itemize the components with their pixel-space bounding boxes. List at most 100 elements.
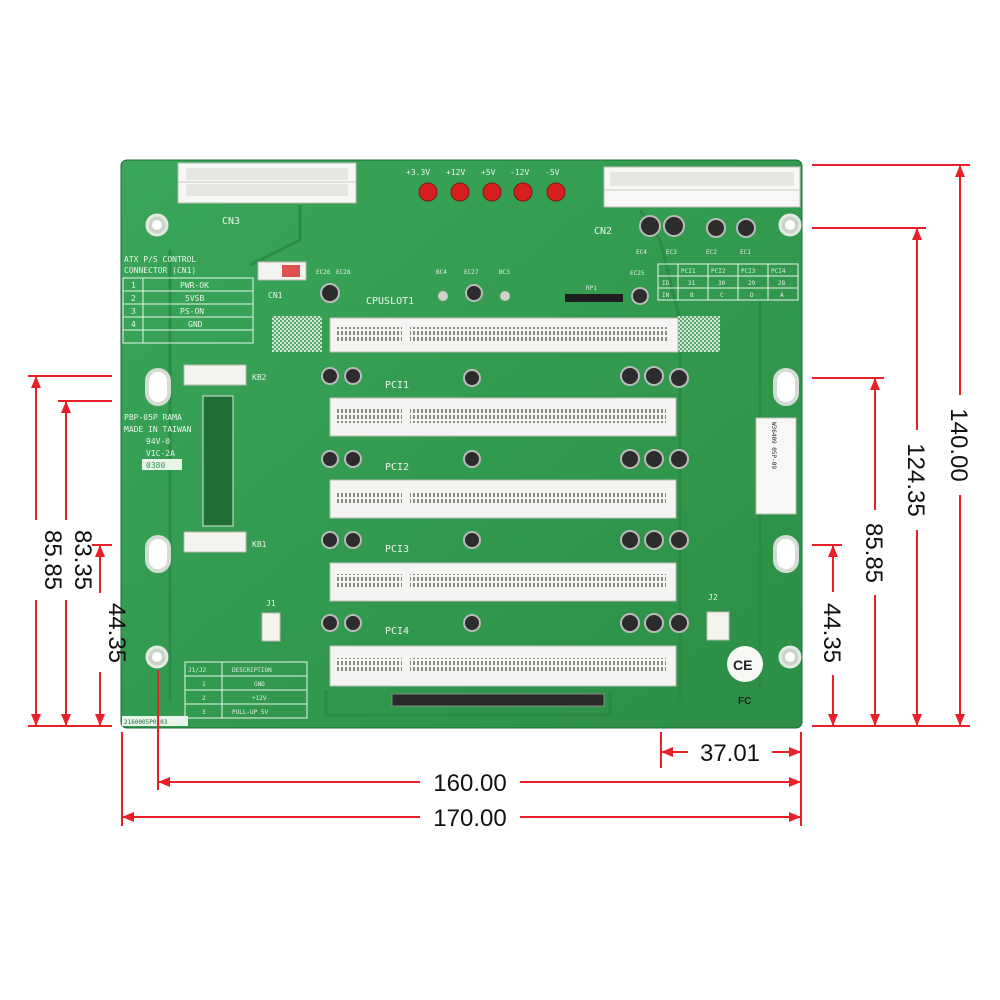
cn1-label: CN1	[268, 291, 283, 300]
pci-id-table-cells: PCI1 PCI2 PCI3 PCI4 ID 31 30 29 28 IN B …	[662, 268, 786, 299]
mounting-slot	[145, 535, 171, 573]
dim-hole-span: 160.00	[433, 770, 506, 797]
slot-pci-4	[329, 645, 677, 687]
dimension-lines	[28, 164, 970, 826]
kb2-label: KB2	[252, 373, 267, 382]
mounting-hole	[778, 213, 802, 237]
mesh-pad	[678, 316, 720, 352]
keyboard-riser	[202, 395, 234, 527]
capacitor: EC27	[464, 269, 483, 302]
led-label: +12V	[446, 168, 465, 177]
cap-label: EC3	[666, 249, 677, 256]
j-table-cell: 2	[202, 695, 206, 702]
atx-control-table	[122, 277, 254, 344]
kb1-connector: KB1	[183, 531, 267, 553]
slot-pci-1	[329, 397, 677, 437]
led: +5V	[481, 168, 502, 202]
mounting-hole	[145, 213, 169, 237]
atx-table-cell: 4	[131, 320, 136, 329]
j-table-cell: GND	[254, 681, 265, 688]
dim-total-width: 170.00	[433, 805, 506, 832]
pci-table-cell: 29	[748, 280, 756, 287]
pci-table-cell: IN	[662, 292, 670, 299]
led: -12V	[510, 168, 533, 202]
power-leds: +3.3V +12V +5V -12V -5V	[406, 168, 566, 202]
pci-table-cell: PCI2	[711, 268, 726, 275]
pci-label: PCI1	[385, 380, 409, 391]
fcc-mark: FC	[738, 696, 751, 707]
pci-table-cell: PCI3	[741, 268, 756, 275]
cn3-connector: CN3	[177, 162, 357, 227]
j-description-table	[184, 661, 308, 719]
cn3-label: CN3	[222, 216, 240, 227]
slot-pci-2	[329, 479, 677, 519]
cap-label: EC2	[706, 249, 717, 256]
certification-marks: CE FC	[727, 646, 763, 707]
capacitor: BC3	[499, 269, 510, 301]
pci-label: PCI4	[385, 626, 409, 637]
j2-connector: J2	[706, 593, 730, 641]
capacitor: EC1	[736, 218, 756, 256]
led: +3.3V	[406, 168, 438, 202]
pci-id-table	[657, 263, 799, 301]
led: -5V	[545, 168, 566, 202]
capacitor: EC2	[706, 218, 726, 256]
model-line: MADE IN TAIWAN	[124, 425, 192, 434]
atx-table-cell: PS-ON	[180, 307, 204, 316]
mounting-slot	[773, 368, 799, 406]
capacitor: EC25	[630, 270, 649, 305]
atx-table-cell: GND	[188, 320, 203, 329]
atx-table-rows: 1 PWR-OK 2 5VSB 3 PS-ON 4 GND	[131, 281, 209, 329]
dim-right-mid-hole: 85.85	[860, 523, 887, 583]
cn2-connector: CN2	[594, 166, 801, 237]
j-table-cell: +12V	[252, 695, 267, 702]
ce-mark: CE	[733, 657, 752, 673]
led-label: +3.3V	[406, 168, 430, 177]
cap-label: EC26	[316, 269, 331, 276]
model-line: PBP-05P RAMA	[124, 413, 182, 422]
cpu-slot-label: CPUSLOT1	[366, 296, 414, 307]
cap-label: EC4	[636, 249, 647, 256]
atx-table-cell: 2	[131, 294, 136, 303]
atx-table-subtitle: CONNECTOR (CN1)	[124, 266, 196, 275]
cap-label: EC1	[740, 249, 751, 256]
atx-table-cell: 3	[131, 307, 136, 316]
board-model-text: PBP-05P RAMA MADE IN TAIWAN 94V-0 VIC-2A…	[124, 413, 192, 470]
atx-table-cell: 1	[131, 281, 136, 290]
mounting-hole	[778, 645, 802, 669]
mounting-slot	[145, 368, 171, 406]
bottom-connector-strip	[391, 693, 605, 707]
model-line: VIC-2A	[146, 449, 175, 458]
barcode-label: W36409 0SP-09	[755, 417, 797, 515]
j-table-cell: DESCRIPTION	[232, 667, 272, 674]
led-label: +5V	[481, 168, 496, 177]
dim-upper-hole-height: 124.35	[902, 443, 929, 516]
cap-label: EC27	[464, 269, 479, 276]
dim-total-height: 140.00	[945, 408, 972, 481]
pci-table-cell: 31	[688, 280, 696, 287]
capacitor: BC4	[436, 269, 448, 301]
model-date-code: 0380	[146, 461, 165, 470]
j-description-cells: J1/J2 DESCRIPTION 1 GND 2 +12V 3 PULL-UP…	[188, 667, 272, 716]
cap-label: EC25	[630, 270, 645, 277]
led: +12V	[446, 168, 470, 202]
j-table-cell: 3	[202, 709, 206, 716]
pci-label: PCI3	[385, 544, 409, 555]
slot-capacitors	[321, 366, 689, 633]
pci-table-cell: PCI4	[771, 268, 786, 275]
model-line: 94V-0	[146, 437, 170, 446]
mounting-hole	[145, 645, 169, 669]
j-table-cell: PULL-UP 5V	[232, 709, 269, 716]
dim-left-low: 44.35	[103, 603, 130, 663]
atx-table-cell: 5VSB	[185, 294, 204, 303]
dim-left-mid: 83.35	[69, 530, 96, 590]
cap-label: BC3	[499, 269, 510, 276]
pci-table-cell: D	[750, 292, 754, 299]
dim-right-hole-offset: 37.01	[700, 740, 760, 767]
mounting-holes	[145, 213, 802, 669]
capacitor: EC3	[663, 215, 685, 256]
atx-table-cell: PWR-OK	[180, 281, 209, 290]
kb2-connector: KB2	[183, 364, 267, 386]
pci-table-cell: PCI1	[681, 268, 696, 275]
